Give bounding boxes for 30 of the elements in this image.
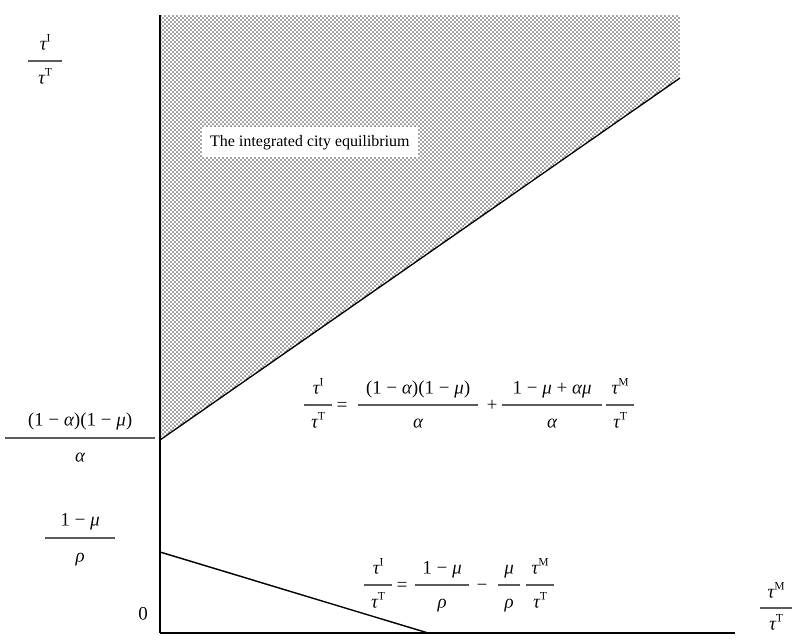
math-label: α [413,412,423,432]
math-label: τ$^{I}$ [40,34,50,54]
math-label: τ$^{I}$ [372,558,384,578]
math-label: = [396,576,408,594]
math-label: (1 − α)(1 − μ) [28,410,132,430]
math-label: τ$^{M}$ [612,378,628,398]
math-label: τ$^{T}$ [38,68,52,88]
math-label: ρ [504,592,514,612]
math-label: α [75,446,85,466]
math-label: τ$^{T}$ [769,614,783,634]
math-label: τ$^{T}$ [613,412,627,432]
math-label: 1 − μ [60,510,100,530]
math-label: ρ [437,592,447,612]
math-label: α [547,412,557,432]
math-label: ρ [75,546,85,566]
math-label: μ [504,558,514,578]
math-label: τ$^{T}$ [533,592,547,612]
math-label: τ$^{T}$ [311,412,325,432]
math-label: = [336,396,348,414]
math-label: (1 − α)(1 − μ) [366,378,470,398]
math-label: 1 − μ + αμ [512,378,592,398]
region-label: The integrated city equilibrium [202,127,418,157]
math-label: τ$^{M}$ [768,582,784,602]
math-label: 1 − μ [422,558,462,578]
math-label: τ$^{I}$ [312,378,324,398]
math-label: + [486,396,498,414]
math-label: τ$^{M}$ [532,558,548,578]
math-label: τ$^{T}$ [371,592,385,612]
math-label: 0 [138,604,148,624]
math-label: − [476,576,488,594]
